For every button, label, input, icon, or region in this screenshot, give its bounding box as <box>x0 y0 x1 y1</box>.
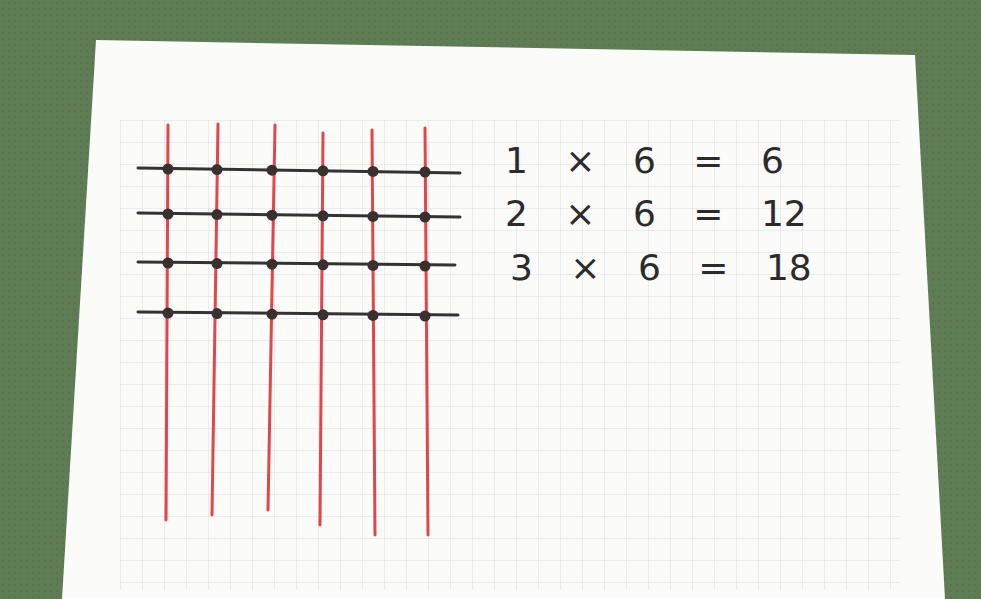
dot <box>420 311 431 322</box>
dot <box>267 210 278 221</box>
dot <box>368 260 379 271</box>
dot <box>267 309 278 320</box>
red-lines <box>166 124 428 535</box>
dot <box>318 259 329 270</box>
dot <box>420 167 431 178</box>
paper-sheet <box>62 40 945 599</box>
dot <box>420 261 431 272</box>
dot <box>163 209 174 220</box>
dot <box>212 308 223 319</box>
dot <box>163 164 174 175</box>
equation-text: 2 × 6 = 12 <box>505 196 807 232</box>
dot <box>368 166 379 177</box>
dot <box>163 258 174 269</box>
dot <box>368 310 379 321</box>
dot <box>267 259 278 270</box>
dot <box>267 165 278 176</box>
grid-paper <box>120 120 900 590</box>
equation-text: 3 × 6 = 18 <box>510 250 812 286</box>
dot <box>420 212 431 223</box>
dot <box>212 209 223 220</box>
intersection-dots <box>163 164 431 322</box>
dot <box>212 164 223 175</box>
dot <box>318 309 329 320</box>
dot <box>318 165 329 176</box>
black-lines <box>138 168 460 315</box>
dot <box>318 210 329 221</box>
dot <box>368 211 379 222</box>
dot <box>163 308 174 319</box>
equation-text: 1 × 6 = 6 <box>505 143 784 179</box>
dot <box>212 258 223 269</box>
